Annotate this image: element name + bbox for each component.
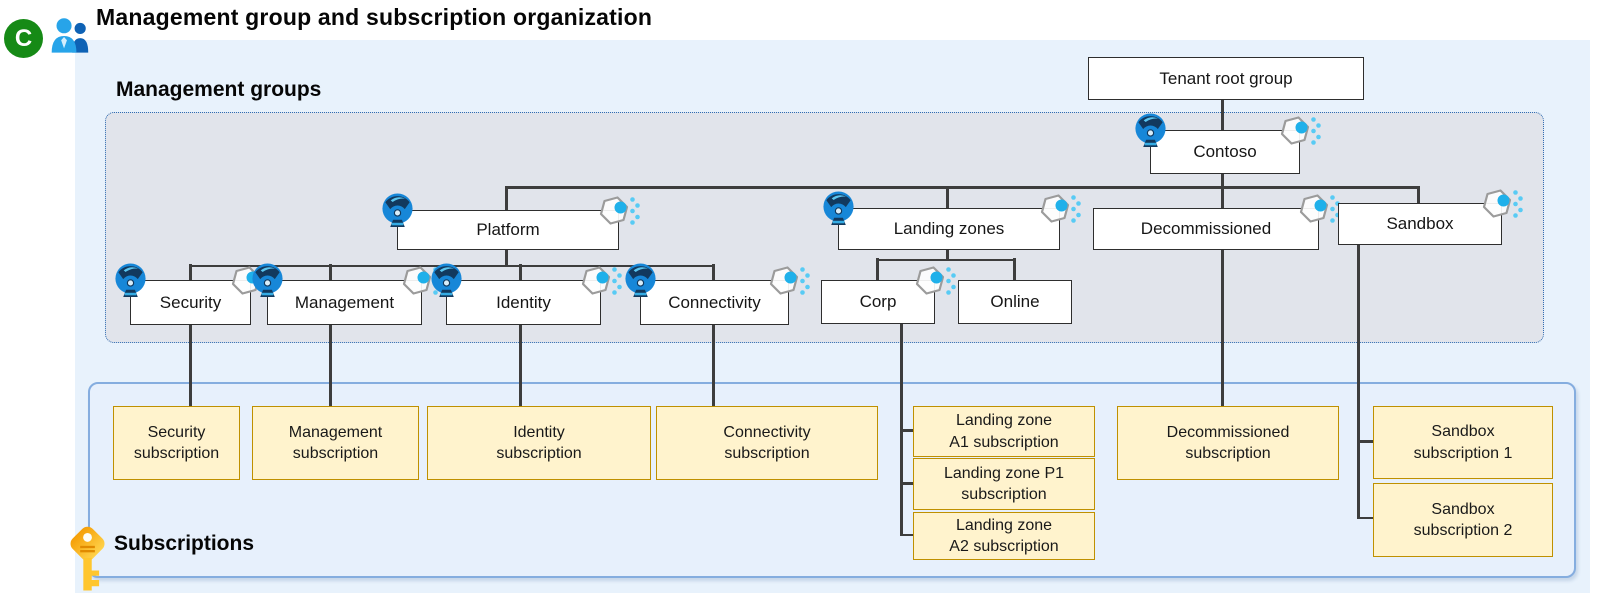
diagram-title: Management group and subscription organi… (96, 4, 653, 30)
connector (900, 321, 903, 536)
management-group-icon (1133, 112, 1168, 151)
node-label: Identity (496, 292, 551, 312)
connector (712, 322, 715, 407)
policy-icon (1037, 192, 1083, 228)
node-sandbox: Sandbox (1338, 203, 1502, 245)
node-decommissioned: Decommissioned (1093, 208, 1319, 250)
node-label: Decommissioned (1140, 219, 1272, 238)
connector (505, 247, 508, 267)
c-badge: C (4, 19, 43, 58)
node-label: Contoso (1193, 142, 1257, 161)
connector (519, 322, 522, 407)
node-security: Security (130, 280, 251, 325)
connector (1417, 186, 1420, 204)
management-group-icon (380, 192, 415, 231)
subscription-box-security: Security subscription (113, 406, 240, 480)
management-group-icon (250, 262, 285, 301)
node-label: Online (990, 292, 1040, 311)
node-connectivity: Connectivity (640, 280, 789, 325)
node-corp: Corp (821, 280, 935, 324)
node-label: Platform (476, 220, 540, 239)
people-icon (49, 15, 92, 58)
connector (505, 186, 1420, 189)
node-online: Online (958, 280, 1072, 324)
subscription-box-landing-zone-p1: Landing zone P1 subscription (913, 458, 1095, 510)
connector (1357, 440, 1374, 443)
connector (946, 247, 949, 261)
node-tenant-root-group: Tenant root group (1088, 57, 1364, 100)
connector (505, 186, 508, 211)
subscription-box-sandbox-1: Sandbox subscription 1 (1373, 406, 1553, 479)
node-label: Tenant root group (1159, 68, 1293, 88)
connector (1221, 98, 1224, 131)
connector (1357, 242, 1360, 519)
node-label: Security (159, 292, 222, 312)
connector (1357, 516, 1374, 519)
policy-icon (1296, 192, 1342, 228)
policy-icon (578, 264, 624, 300)
connector (900, 533, 914, 536)
connector (1221, 247, 1224, 407)
policy-icon (1277, 114, 1323, 150)
connector (189, 264, 192, 281)
key-icon (66, 526, 108, 594)
subscription-box-identity: Identity subscription (427, 406, 651, 480)
node-label: Landing zones (893, 219, 1005, 238)
subscription-box-landing-zone-a1: Landing zone A1 subscription (913, 406, 1095, 457)
c-badge-letter: C (14, 24, 33, 52)
policy-icon (912, 264, 958, 300)
connector (329, 322, 332, 407)
policy-icon (766, 264, 812, 300)
connector (876, 258, 1016, 261)
connector (189, 322, 192, 407)
subscription-box-connectivity: Connectivity subscription (656, 406, 878, 480)
connector (712, 264, 715, 281)
connector (900, 482, 914, 485)
subscription-box-landing-zone-a2: Landing zone A2 subscription (913, 512, 1095, 560)
management-group-icon (429, 262, 464, 301)
subscription-box-management: Management subscription (252, 406, 419, 480)
node-management: Management (267, 280, 422, 325)
node-contoso: Contoso (1150, 130, 1300, 174)
management-group-icon (821, 190, 856, 229)
node-platform: Platform (397, 210, 619, 250)
connector (329, 264, 332, 281)
connector (876, 258, 879, 281)
management-group-icon (113, 262, 148, 301)
node-label: Sandbox (1386, 214, 1454, 233)
node-label: Management (294, 292, 395, 312)
node-label: Connectivity (668, 292, 761, 312)
node-label: Corp (859, 292, 897, 311)
connector (1013, 258, 1016, 281)
subscriptions-heading: Subscriptions (114, 532, 255, 555)
node-landing-zones: Landing zones (838, 208, 1060, 250)
node-identity: Identity (446, 280, 601, 325)
policy-icon (1479, 187, 1525, 223)
management-group-icon (623, 262, 658, 301)
subscription-box-decommissioned: Decommissioned subscription (1117, 406, 1339, 480)
connector (1221, 171, 1224, 209)
policy-icon (596, 194, 642, 230)
connector (946, 186, 949, 209)
connector (519, 264, 522, 281)
connector (900, 429, 914, 432)
management-groups-heading: Management groups (116, 78, 322, 101)
subscription-box-sandbox-2: Sandbox subscription 2 (1373, 483, 1553, 557)
